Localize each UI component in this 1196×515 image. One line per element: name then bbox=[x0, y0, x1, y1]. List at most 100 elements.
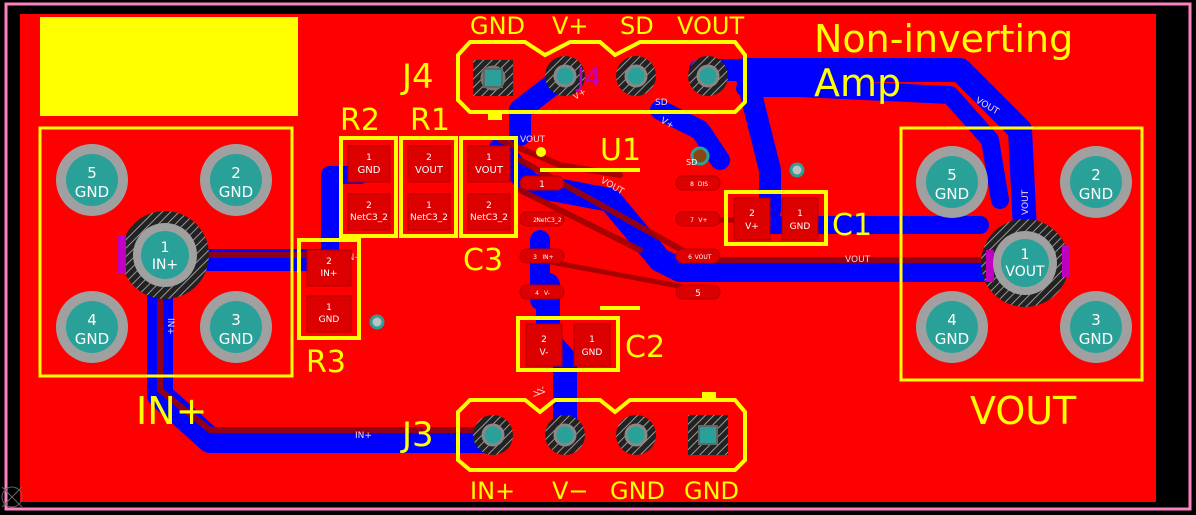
r1-pad-1-num: 1 bbox=[426, 201, 432, 211]
r3-ref: R3 bbox=[306, 345, 346, 380]
in-pad-5-inner bbox=[66, 154, 118, 206]
in-pad-1-net: IN+ bbox=[152, 257, 178, 273]
r3-pad-1-net: GND bbox=[319, 315, 340, 325]
board-outline bbox=[4, 2, 1192, 511]
c1-pad-1 bbox=[781, 197, 819, 241]
c1-pad-2 bbox=[733, 197, 771, 241]
r2-pad-2 bbox=[347, 193, 391, 231]
c2-pad-1-net: GND bbox=[582, 348, 603, 358]
r3-pad-2-net: IN+ bbox=[321, 269, 338, 279]
u1-sd-label: SD bbox=[686, 158, 697, 167]
c3-pad-2-num: 2 bbox=[486, 201, 492, 211]
j4-pin-label-sd: SD bbox=[620, 12, 654, 40]
out-connector-label: VOUT bbox=[970, 389, 1077, 433]
u1-pin-5-label: 5 bbox=[695, 289, 701, 299]
c1-pad-1-num: 1 bbox=[797, 209, 803, 219]
u1-pin-4-net: V- bbox=[544, 290, 550, 297]
net-label: V- bbox=[538, 386, 548, 395]
in-connector-label: IN+ bbox=[136, 389, 207, 433]
u1-pin-5 bbox=[675, 284, 721, 300]
u1-pin-2-net: NetC3_2 bbox=[536, 217, 562, 224]
j3-pin-label-in: IN+ bbox=[470, 477, 515, 505]
silkscreen-logo-block bbox=[40, 17, 298, 116]
c1-pad-2-num: 2 bbox=[749, 209, 755, 219]
u1-pin-6-net: VOUT bbox=[695, 254, 712, 261]
in-pad-5-num: 5 bbox=[87, 164, 97, 182]
origin-marker bbox=[1, 486, 23, 508]
u1-pin-8-net: DIS bbox=[698, 181, 708, 188]
in-pad-1-inner bbox=[141, 231, 189, 279]
in-connector-outline bbox=[38, 126, 294, 378]
out-marker-left bbox=[986, 250, 994, 282]
j4-pad-3-ring bbox=[624, 64, 648, 88]
j4-pin-label-vplus: V+ bbox=[552, 12, 589, 40]
in-pad-4-net: GND bbox=[75, 330, 109, 348]
out-pad-2-inner bbox=[1070, 156, 1122, 208]
u1-pin-2-num: 2 bbox=[533, 217, 537, 224]
c1-pad-2-net: V+ bbox=[745, 222, 759, 232]
r2-pad-1-net: GND bbox=[358, 165, 381, 176]
r1-ref: R1 bbox=[410, 103, 450, 138]
u1-pin1-dot bbox=[536, 147, 546, 157]
c2-pad-1-num: 1 bbox=[589, 335, 595, 345]
resistor-array: R2 R1 1 GND 2 NetC3_2 2 VOUT 1 NetC3_2 1… bbox=[339, 103, 518, 278]
c1-outline bbox=[724, 190, 828, 246]
u1-pin-7 bbox=[675, 211, 721, 227]
out-pad-5-net: GND bbox=[935, 185, 969, 203]
out-pad-1-num: 1 bbox=[1021, 247, 1030, 263]
in-pad-2-net: GND bbox=[219, 183, 253, 201]
r2-outline bbox=[339, 136, 398, 238]
r2-pad-2-net: NetC3_2 bbox=[350, 213, 388, 223]
c2-pad-2-net: V- bbox=[540, 348, 549, 358]
j3-pin-label-vminus: V− bbox=[552, 477, 589, 505]
in-pad-4-inner bbox=[66, 301, 118, 353]
j3-pin-label-gnd2: GND bbox=[684, 477, 739, 505]
c2-pad-1 bbox=[573, 323, 611, 367]
out-pad-4-num: 4 bbox=[947, 311, 957, 329]
j4-pad-2-ring bbox=[553, 64, 577, 88]
via bbox=[789, 162, 805, 178]
j4-pin1-marker bbox=[488, 112, 502, 120]
r3-pad-2 bbox=[306, 249, 352, 287]
r1-pad-2-net: VOUT bbox=[415, 165, 444, 176]
c3-ref: C3 bbox=[463, 243, 503, 278]
net-label: VOUT bbox=[1021, 189, 1031, 215]
c2-pad-2 bbox=[525, 323, 563, 367]
r3-outline bbox=[297, 238, 361, 340]
ic-u1: U1 1 2 NetC3_2 3 IN+ 4 V- 5 6 VOUT 7 V+ … bbox=[519, 133, 721, 310]
in-pad-3-num: 3 bbox=[231, 311, 241, 329]
connector-in: 5 GND 2 GND 4 GND 3 GND 1 IN+ IN+ bbox=[38, 126, 294, 433]
j4-ref: J4 bbox=[400, 57, 434, 97]
out-pad-4-net: GND bbox=[935, 330, 969, 348]
j4-overlay-ref: J4 bbox=[575, 63, 601, 93]
net-label: IN+ bbox=[345, 253, 362, 263]
c2-ref: C2 bbox=[625, 330, 665, 365]
r2-pad-2-num: 2 bbox=[366, 201, 372, 211]
r3-pad-2-num: 2 bbox=[326, 257, 332, 267]
r2-pad-1 bbox=[347, 145, 391, 183]
out-pad-2-net: GND bbox=[1079, 185, 1113, 203]
u1-pin-6-num: 6 bbox=[688, 254, 692, 261]
connector-out: 5 GND 2 GND 4 GND 3 GND 1 VOUT VOUT bbox=[899, 126, 1144, 433]
out-pad-3-inner bbox=[1070, 301, 1122, 353]
in-pad-3-net: GND bbox=[219, 330, 253, 348]
capacitor-c1: 2 V+ 1 GND C1 bbox=[724, 162, 872, 246]
out-pad-1-net: VOUT bbox=[1005, 264, 1045, 280]
in-pad-1-num: 1 bbox=[161, 240, 170, 256]
j3-pad-2-ring bbox=[553, 423, 577, 447]
c3-pad-1 bbox=[467, 145, 511, 183]
in-pad-2-inner bbox=[210, 154, 262, 206]
net-label: V- bbox=[533, 388, 543, 397]
j4-pin-label-vout: VOUT bbox=[677, 12, 744, 40]
in-pad-3-inner bbox=[210, 301, 262, 353]
j3-pad-3-ring bbox=[624, 423, 648, 447]
j4-outline bbox=[456, 40, 747, 114]
u1-pin-1-label: 1 bbox=[539, 180, 545, 190]
r2-ref: R2 bbox=[340, 103, 380, 138]
out-pad-5-inner bbox=[926, 156, 978, 208]
j4-pad-4-ring bbox=[696, 64, 720, 88]
c1-pad-1-net: GND bbox=[790, 222, 811, 232]
c3-outline bbox=[459, 136, 518, 238]
u1-pin-2 bbox=[519, 211, 565, 227]
r1-pad-1 bbox=[407, 193, 451, 231]
